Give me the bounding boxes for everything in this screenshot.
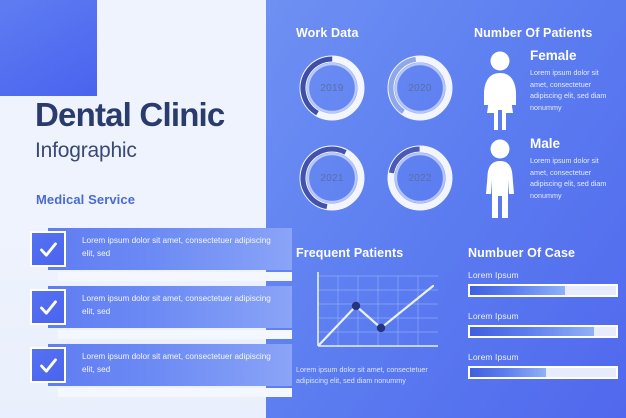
page-subtitle: Infographic bbox=[35, 138, 137, 162]
case-bar-row: Lorem Ipsum bbox=[468, 311, 620, 338]
female-figure-icon bbox=[476, 50, 524, 132]
patient-group-text: Lorem ipsum dolor sit amet, consectetuer… bbox=[530, 156, 607, 200]
patient-group-text: Lorem ipsum dolor sit amet, consectetuer… bbox=[530, 68, 607, 112]
donut-label-2020: 2020 bbox=[408, 82, 432, 94]
case-bar-label: Lorem Ipsum bbox=[468, 352, 519, 362]
list-item-underbar bbox=[58, 388, 292, 397]
case-bar-fill bbox=[470, 368, 546, 377]
chart-caption: Lorem ipsum dolor sit amet, consectetuer… bbox=[296, 365, 428, 386]
case-bar-label: Lorem Ipsum bbox=[468, 311, 519, 321]
list-item-bar bbox=[48, 344, 292, 386]
medical-service-list: Lorem ipsum dolor sit amet, consectetuer… bbox=[30, 228, 292, 402]
case-bar-track bbox=[468, 366, 618, 379]
page-title: Dental Clinic bbox=[35, 96, 225, 133]
list-item[interactable]: Lorem ipsum dolor sit amet, consectetuer… bbox=[30, 228, 292, 282]
work-data-heading: Work Data bbox=[296, 26, 359, 40]
patient-group-title: Female bbox=[530, 48, 577, 63]
donut-label-2022: 2022 bbox=[408, 172, 432, 184]
chart-line-series bbox=[317, 284, 435, 347]
list-item-label: Lorem ipsum dolor sit amet, consectetuer… bbox=[82, 294, 271, 316]
check-icon[interactable] bbox=[30, 231, 66, 267]
case-bar-label: Lorem Ipsum bbox=[468, 270, 519, 280]
donut-label-2019: 2019 bbox=[320, 82, 344, 94]
patient-group-male: Male Lorem ipsum dolor sit amet, consect… bbox=[474, 136, 624, 224]
cases-heading: Numbuer Of Case bbox=[468, 246, 576, 260]
work-data-donut-group: 2019 2020 2021 bbox=[296, 52, 456, 224]
patients-group: Female Lorem ipsum dolor sit amet, conse… bbox=[474, 48, 624, 226]
case-bar-row: Lorem Ipsum bbox=[468, 352, 620, 379]
list-item-bar bbox=[48, 286, 292, 328]
patients-heading: Number Of Patients bbox=[474, 26, 593, 40]
list-item[interactable]: Lorem ipsum dolor sit amet, consectetuer… bbox=[30, 344, 292, 398]
chart-data-point bbox=[376, 323, 386, 333]
chart-data-point bbox=[351, 301, 361, 311]
list-item-underbar bbox=[58, 330, 292, 339]
frequent-patients-heading: Frequent Patients bbox=[296, 246, 404, 260]
case-bar-fill bbox=[470, 327, 595, 336]
list-item[interactable]: Lorem ipsum dolor sit amet, consectetuer… bbox=[30, 286, 292, 340]
list-item-label: Lorem ipsum dolor sit amet, consectetuer… bbox=[82, 352, 271, 374]
cases-bar-group: Lorem Ipsum Lorem Ipsum Lorem Ipsum bbox=[468, 270, 620, 393]
donut-chart-2019: 2019 bbox=[296, 52, 368, 124]
list-item-label: Lorem ipsum dolor sit amet, consectetuer… bbox=[82, 236, 271, 258]
donut-label-2021: 2021 bbox=[320, 172, 344, 184]
list-item-underbar bbox=[58, 272, 292, 281]
frequent-patients-chart: Lorem ipsum dolor sit amet, consectetuer… bbox=[296, 268, 456, 396]
chart-axes bbox=[317, 272, 438, 347]
patient-group-title: Male bbox=[530, 136, 561, 151]
donut-chart-2022: 2022 bbox=[384, 142, 456, 214]
medical-service-label: Medical Service bbox=[36, 192, 136, 207]
donut-chart-2020: 2020 bbox=[384, 52, 456, 124]
chart-gridlines bbox=[318, 275, 438, 346]
check-icon[interactable] bbox=[30, 347, 66, 383]
case-bar-fill bbox=[470, 286, 565, 295]
check-icon[interactable] bbox=[30, 289, 66, 325]
donut-chart-2021: 2021 bbox=[296, 142, 368, 214]
case-bar-track bbox=[468, 284, 618, 297]
case-bar-row: Lorem Ipsum bbox=[468, 270, 620, 297]
corner-accent-square bbox=[0, 0, 97, 96]
list-item-bar bbox=[48, 228, 292, 270]
case-bar-track bbox=[468, 325, 618, 338]
male-figure-icon bbox=[476, 138, 524, 220]
patient-group-female: Female Lorem ipsum dolor sit amet, conse… bbox=[474, 48, 624, 136]
title-block: Dental Clinic Infographic bbox=[35, 96, 270, 163]
